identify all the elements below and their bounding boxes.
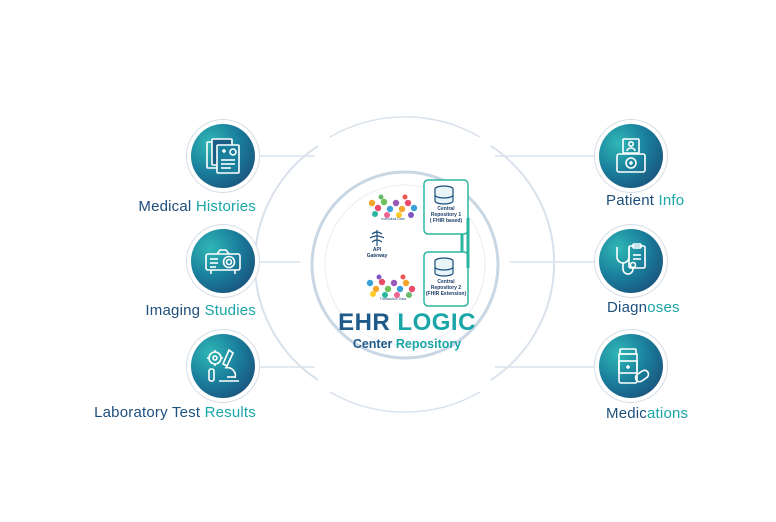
patient-info-node [599, 124, 663, 188]
diagnoses-label: Diagnoses [607, 299, 680, 316]
patient-info-label-part2: Info [658, 192, 685, 209]
imaging-studies-label-part2: Studies [204, 302, 256, 319]
center-subtitle-part2: Repository [395, 337, 462, 351]
medications-label-part1: Medic [606, 405, 648, 422]
diagnoses-label-part1: Diagn [607, 299, 648, 316]
data-cluster-2 [366, 274, 416, 298]
center-subtitle-part1: Center [352, 337, 393, 351]
repository-1-label: Central Repository 1 ( FHIR based) [429, 206, 463, 224]
medications-label-part2: ations [647, 405, 689, 422]
outer-arc-left [253, 145, 319, 381]
diagnoses-node [599, 229, 663, 293]
api-gateway-icon [369, 230, 385, 246]
outer-arc-right [490, 145, 556, 381]
laboratory-test-results-node [191, 334, 255, 398]
center-title-part2: LOGIC [397, 309, 476, 336]
center-title-part1: EHR [338, 309, 391, 336]
medications-label: Medications [606, 405, 688, 422]
medical-histories-label-part2: Histories [195, 198, 256, 215]
data-cluster-1 [368, 194, 418, 218]
stethoscope-icon [616, 243, 646, 275]
projector-icon [205, 249, 241, 274]
medications-node [599, 334, 663, 398]
cluster-2-caption: Transaction Data [379, 297, 407, 301]
outer-arc-top [329, 116, 481, 138]
medical-histories-node [191, 124, 255, 188]
imaging-studies-label: Imaging Studies [100, 302, 256, 319]
laboratory-test-results-label: Laboratory Test Results [60, 404, 256, 421]
imaging-studies-label-part1: Imaging [145, 302, 201, 319]
medical-histories-label-part1: Medical [138, 198, 192, 215]
outer-arc-bottom [329, 391, 481, 413]
diagnoses-label-part2: oses [647, 299, 680, 316]
database-icon-2 [434, 257, 454, 277]
repository-2-label: Central Repository 2 (FHIR Extension) [425, 279, 467, 297]
laboratory-test-results-label-part2: Results [204, 404, 256, 421]
microscope-icon [207, 348, 239, 382]
inner-ring-2 [324, 184, 486, 346]
center-title: EHR LOGIC [322, 309, 492, 337]
medicine-bottle-icon [618, 348, 650, 384]
patient-info-label: Patient Info [606, 192, 684, 209]
laboratory-test-results-label-part1: Laboratory Test [94, 404, 201, 421]
api-gateway-label: API Gateway [366, 247, 388, 259]
medical-histories-label: Medical Histories [100, 198, 256, 215]
cluster-1-caption: Individual Data [381, 217, 405, 221]
inner-ring [310, 170, 500, 360]
center-subtitle: Center Repository [322, 337, 492, 351]
database-icon-1 [434, 185, 454, 205]
imaging-studies-node [191, 229, 255, 293]
patient-info-label-part1: Patient [606, 192, 655, 209]
patient-id-icon [616, 138, 646, 173]
medical-records-icon [206, 138, 240, 174]
